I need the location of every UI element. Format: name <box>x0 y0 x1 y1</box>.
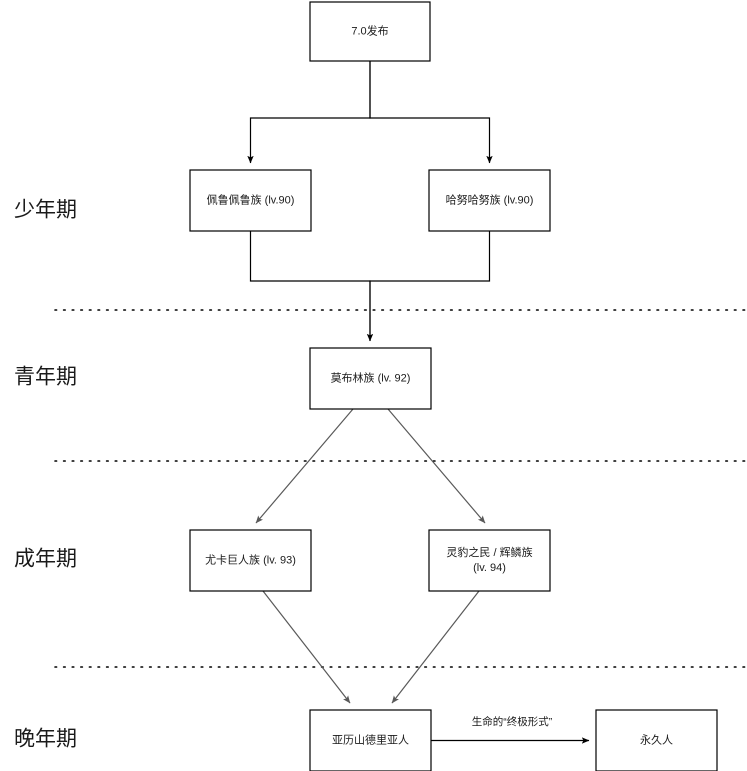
node-perupe-box[interactable] <box>189 169 312 232</box>
node-hanuhanu-label: 哈努哈努族 (lv.90) <box>446 192 534 206</box>
node-lynx-scale-label: (lv. 94) <box>473 562 506 574</box>
stage-divider-group <box>54 309 747 668</box>
node-alexandrian-box[interactable] <box>309 709 432 771</box>
node-alexandrian[interactable]: 亚历山德里亚人 <box>309 709 432 771</box>
stage-adulthood: 成年期 <box>14 548 77 571</box>
edge-hanuhanu-to-moblin <box>369 231 491 341</box>
edge-moblin-to-lynx-scale <box>387 408 486 524</box>
node-perupe[interactable]: 佩鲁佩鲁族 (lv.90) <box>189 169 312 232</box>
edge-moblin-to-yok-huy <box>255 408 354 524</box>
node-yok-huy-giant-box[interactable] <box>189 529 312 592</box>
edge-caption-group: 生命的“终极形式” <box>472 715 553 728</box>
node-permanent-human-label: 永久人 <box>640 732 673 746</box>
edge-yok-to-alexandrian <box>262 590 351 704</box>
stage-old-age: 晚年期 <box>14 728 77 751</box>
stage-adolescence: 青年期 <box>14 366 77 389</box>
stage-youth: 少年期 <box>14 199 77 222</box>
node-moblin-label: 莫布林族 (lv. 92) <box>331 370 411 384</box>
edge-release-to-perupe <box>247 61 371 164</box>
node-permanent-human-box[interactable] <box>595 709 718 771</box>
node-hanuhanu-box[interactable] <box>428 169 551 232</box>
node-lynx-scale-box[interactable] <box>428 529 551 592</box>
node-alexandrian-label: 亚历山德里亚人 <box>332 732 409 746</box>
node-permanent-human[interactable]: 永久人 <box>595 709 718 771</box>
node-moblin-box[interactable] <box>309 347 432 410</box>
node-release-7-0-box[interactable] <box>309 1 431 62</box>
edge-group <box>247 61 590 744</box>
edge-perupe-to-moblin <box>249 231 374 342</box>
node-hanuhanu[interactable]: 哈努哈努族 (lv.90) <box>428 169 551 232</box>
node-lynx-scale-label: 灵豹之民 / 辉鳞族 <box>446 545 532 559</box>
node-perupe-label: 佩鲁佩鲁族 (lv.90) <box>207 192 295 206</box>
edge-lynx-to-alexandrian <box>391 590 480 704</box>
node-release-7-0-label: 7.0发布 <box>351 23 388 37</box>
node-moblin[interactable]: 莫布林族 (lv. 92) <box>309 347 432 410</box>
edge-release-to-hanuhanu <box>369 61 493 164</box>
node-release-7-0[interactable]: 7.0发布 <box>309 1 431 62</box>
node-lynx-scale[interactable]: 灵豹之民 / 辉鳞族 (lv. 94) <box>428 529 551 592</box>
edge-caption-ultimate-form: 生命的“终极形式” <box>472 715 553 728</box>
node-yok-huy-giant-label: 尤卡巨人族 (lv. 93) <box>205 552 296 566</box>
node-yok-huy-giant[interactable]: 尤卡巨人族 (lv. 93) <box>189 529 312 592</box>
